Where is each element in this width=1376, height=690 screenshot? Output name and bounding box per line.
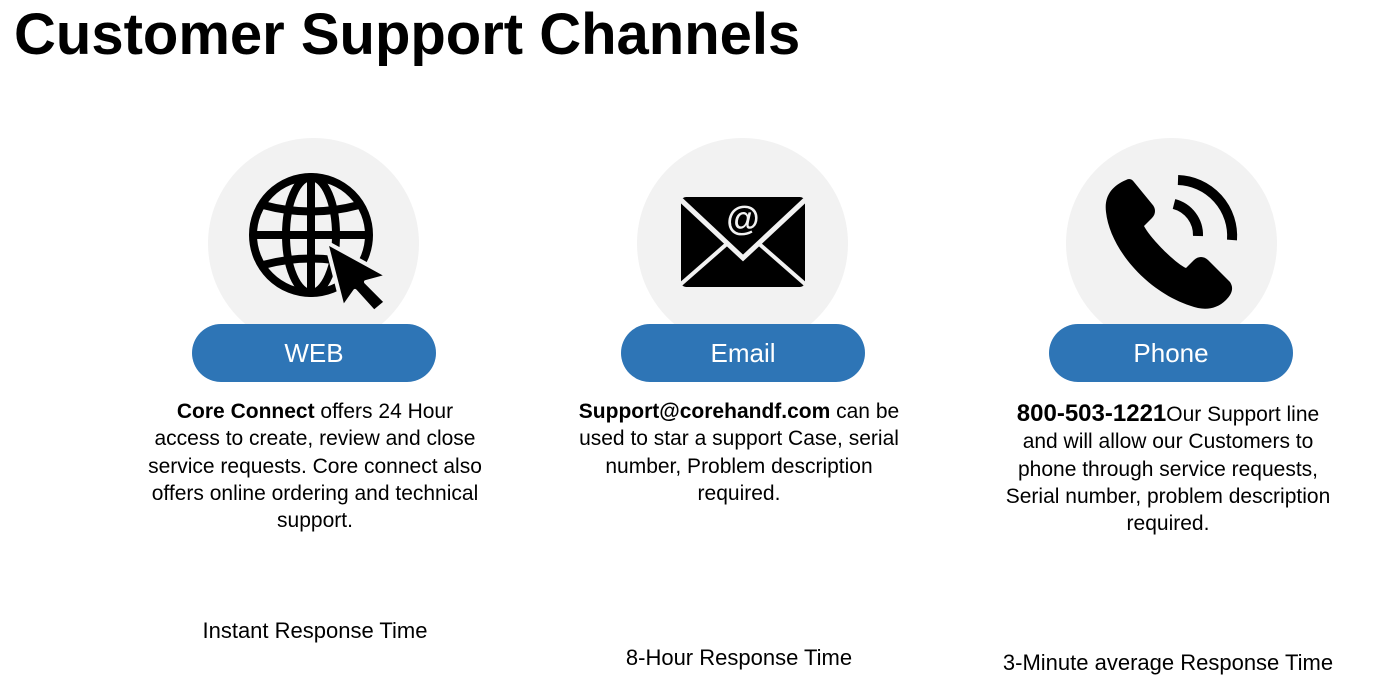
email-description: Support@corehandf.com can be used to sta… xyxy=(549,398,929,507)
phone-number: 800-503-1221 xyxy=(1016,400,1167,427)
phone-response-time: 3-Minute average Response Time xyxy=(1002,650,1334,675)
phone-desc-line: required. xyxy=(1126,512,1210,536)
email-desc-line: used to star a support Case, serial xyxy=(579,427,899,451)
email-desc-line: required. xyxy=(697,481,781,505)
phone-desc-line: Our Support line xyxy=(1166,403,1320,426)
page-title: Customer Support Channels xyxy=(14,2,801,67)
email-button[interactable]: Email xyxy=(621,324,865,382)
phone-desc-line: and will allow our Customers to xyxy=(1022,430,1314,454)
envelope-icon: @ xyxy=(679,197,807,287)
phone-icon-circle xyxy=(1066,138,1277,349)
globe-cursor-icon xyxy=(249,173,390,314)
web-desc-line: access to create, review and close xyxy=(154,427,476,451)
email-desc-line: can be xyxy=(830,400,900,423)
web-button[interactable]: WEB xyxy=(192,324,436,382)
web-icon-circle xyxy=(208,138,419,349)
email-address: Support@corehandf.com xyxy=(578,400,831,423)
phone-icon xyxy=(1105,175,1238,309)
web-lead: Core Connect xyxy=(176,400,315,423)
phone-desc-line: Serial number, problem description xyxy=(1005,484,1331,508)
web-desc-line: service requests. Core connect also xyxy=(148,454,482,478)
email-icon-circle: @ xyxy=(637,138,848,349)
phone-button[interactable]: Phone xyxy=(1049,324,1293,382)
email-desc-line: number, Problem description xyxy=(605,454,873,478)
svg-text:@: @ xyxy=(726,200,759,238)
web-desc-line: offers 24 Hour xyxy=(314,400,454,423)
web-desc-line: offers online ordering and technical xyxy=(151,481,479,505)
web-response-time: Instant Response Time xyxy=(202,618,428,643)
phone-desc-line: phone through service requests, xyxy=(1017,457,1319,481)
email-response-time: 8-Hour Response Time xyxy=(625,645,853,670)
phone-description: 800-503-1221Our Support line and will al… xyxy=(978,400,1358,537)
web-desc-line: support. xyxy=(277,509,353,533)
web-description: Core Connect offers 24 Hour access to cr… xyxy=(120,398,510,534)
